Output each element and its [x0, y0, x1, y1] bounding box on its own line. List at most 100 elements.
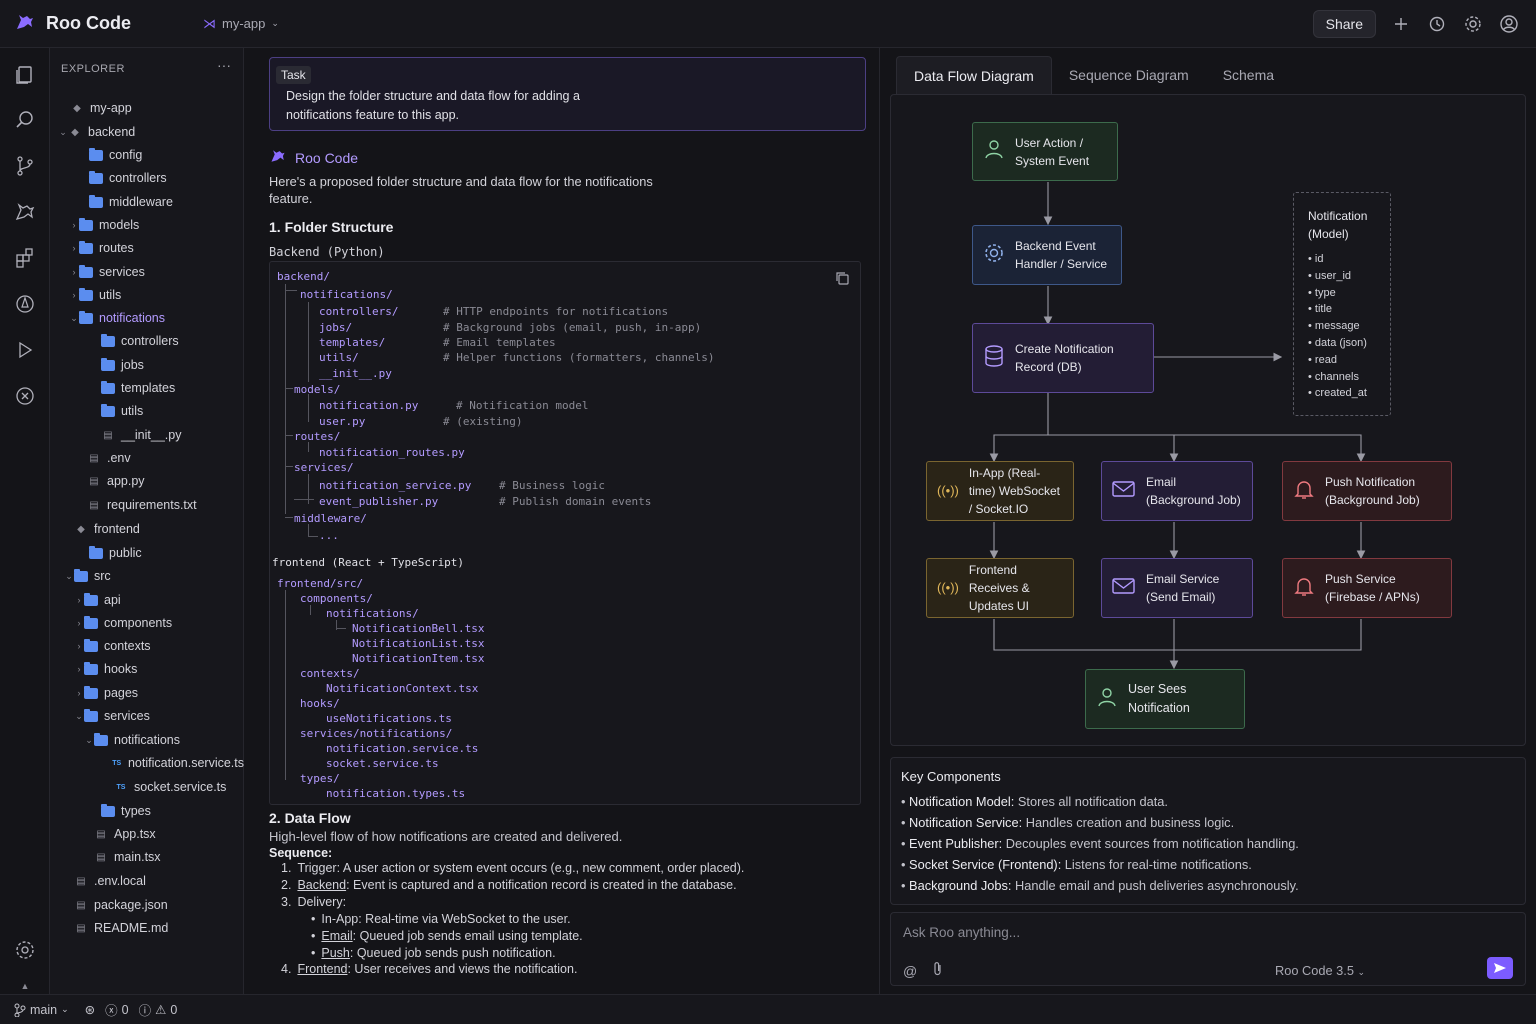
tree-item[interactable]: ▤main.tsx	[50, 846, 244, 868]
code-comment: # Background jobs (email, push, in-app)	[443, 321, 702, 334]
extensions-icon[interactable]	[13, 246, 37, 270]
tree-item[interactable]: ›routes	[50, 237, 244, 259]
chevron-down-icon: ⌄	[271, 18, 279, 28]
account-icon[interactable]	[1498, 13, 1520, 35]
send-button[interactable]	[1487, 957, 1513, 979]
sequence-marker: 3.	[281, 895, 292, 909]
tree-item[interactable]: ›utils	[50, 284, 244, 306]
warnings-indicator[interactable]: ⓘ ⚠ 0	[139, 1000, 178, 1019]
tree-item[interactable]: ›contexts	[50, 635, 244, 657]
bullet: •	[1308, 286, 1315, 299]
settings-icon[interactable]	[1462, 13, 1484, 35]
tree-item[interactable]: ›pages	[50, 682, 244, 704]
file-icon: ▤	[89, 452, 99, 464]
tree-item[interactable]: ›models	[50, 214, 244, 236]
code-line: notification.types.ts	[326, 787, 466, 800]
tree-item-label: services	[104, 709, 150, 723]
tree-item[interactable]: ⌄services	[50, 705, 244, 727]
tree-item[interactable]: controllers	[50, 167, 244, 189]
tree-item[interactable]: ▤__init__.py	[50, 424, 244, 446]
search-icon[interactable]	[13, 108, 37, 132]
tab-data-flow[interactable]: Data Flow Diagram	[896, 56, 1052, 94]
accounts-small-icon[interactable]: ▲	[20, 981, 30, 991]
model-field: • read	[1308, 352, 1390, 369]
sequence-key: Frontend	[297, 962, 348, 976]
tree-item[interactable]: templates	[50, 377, 244, 399]
tree-item[interactable]: ▤requirements.txt	[50, 494, 244, 516]
tab-sequence[interactable]: Sequence Diagram	[1068, 67, 1189, 83]
tree-item[interactable]: ▤.env	[50, 447, 244, 469]
plus-icon[interactable]	[1390, 13, 1412, 35]
compass-icon[interactable]	[13, 292, 37, 316]
folder-icon	[101, 333, 115, 347]
brand[interactable]: Roo Code	[14, 11, 131, 36]
source-control-icon[interactable]	[13, 154, 37, 178]
ask-input[interactable]	[903, 925, 1463, 940]
folder-icon	[84, 592, 98, 606]
tree-item[interactable]: middleware	[50, 191, 244, 213]
tree-item-label: routes	[99, 241, 134, 255]
bullet: •	[1308, 336, 1315, 349]
tree-item[interactable]: ◆frontend	[50, 518, 244, 540]
sequence-item: 1.Trigger: A user action or system event…	[281, 861, 744, 875]
tab-schema[interactable]: Schema	[1222, 67, 1275, 83]
tree-item[interactable]: ▤.env.local	[50, 870, 244, 892]
tree-item-label: socket.service.ts	[134, 780, 227, 794]
tree-item[interactable]: controllers	[50, 330, 244, 352]
file-icon: ▤	[76, 899, 86, 911]
tree-item-label: notifications	[114, 733, 181, 747]
key-component-desc: Handle email and push deliveries asynchr…	[1011, 878, 1299, 893]
sequence-label: Sequence:	[269, 846, 333, 860]
branch-indicator[interactable]: main ⌄	[14, 1003, 69, 1017]
mail-icon	[1112, 480, 1136, 503]
tree-item[interactable]: ▤app.py	[50, 470, 244, 492]
tree-item[interactable]: ›services	[50, 261, 244, 283]
tree-item[interactable]: public	[50, 542, 244, 564]
mention-icon[interactable]: @	[903, 963, 918, 979]
tree-item[interactable]: config	[50, 144, 244, 166]
folder-icon	[79, 217, 93, 231]
errors-count: 0	[121, 1002, 129, 1017]
key-component-desc: Decouples event sources from notificatio…	[1002, 836, 1299, 851]
diagram-tabs: Data Flow Diagram Sequence Diagram Schem…	[896, 56, 1291, 94]
tree-item[interactable]: ▤App.tsx	[50, 823, 244, 845]
tree-item[interactable]: utils	[50, 400, 244, 422]
errors-indicator[interactable]: ⓧ 0	[105, 1000, 128, 1019]
tree-item[interactable]: ⌄notifications	[50, 307, 244, 329]
code-line: notification.service.ts	[326, 742, 479, 755]
tree-item[interactable]: ›hooks	[50, 658, 244, 680]
attach-icon[interactable]	[931, 961, 945, 980]
folder-icon	[89, 194, 103, 208]
copy-icon[interactable]	[834, 270, 850, 289]
key-component-name: Notification Service:	[909, 815, 1023, 830]
project-selector[interactable]: ⋊ my-app ⌄	[203, 16, 279, 32]
tree-item[interactable]: jobs	[50, 354, 244, 376]
tree-item[interactable]: ⌄notifications	[50, 729, 244, 751]
model-fields: • id• user_id• type• title• message• dat…	[1308, 251, 1390, 402]
model-selector[interactable]: Roo Code 3.5 ⌄	[1275, 963, 1365, 978]
tree-item[interactable]: ›api	[50, 589, 244, 611]
history-icon[interactable]	[1426, 13, 1448, 35]
node-email-service-label: Email Service (Send Email)	[1146, 572, 1220, 604]
tree-item[interactable]: ⌄◆backend	[50, 121, 244, 143]
tree-guide	[308, 524, 309, 536]
tree-item[interactable]: ›components	[50, 612, 244, 634]
share-button[interactable]: Share	[1312, 9, 1376, 38]
tree-item[interactable]: types	[50, 800, 244, 822]
tree-item[interactable]: ▤README.md	[50, 917, 244, 939]
gear-icon[interactable]	[13, 938, 37, 962]
tree-item-label: middleware	[109, 195, 173, 209]
files-icon[interactable]	[13, 62, 37, 86]
more-icon[interactable]: ···	[217, 57, 231, 73]
run-debug-icon[interactable]	[13, 338, 37, 362]
file-icon: ▤	[89, 475, 99, 487]
remote-icon[interactable]	[13, 384, 37, 408]
key-component-desc: Stores all notification data.	[1014, 794, 1168, 809]
roo-icon[interactable]	[13, 200, 37, 224]
tree-item[interactable]: ⌄src	[50, 565, 244, 587]
sync-icon[interactable]: ⊛	[84, 1003, 96, 1017]
tree-item[interactable]: ◆my-app	[50, 97, 244, 119]
tree-item[interactable]: ▤package.json	[50, 894, 244, 916]
